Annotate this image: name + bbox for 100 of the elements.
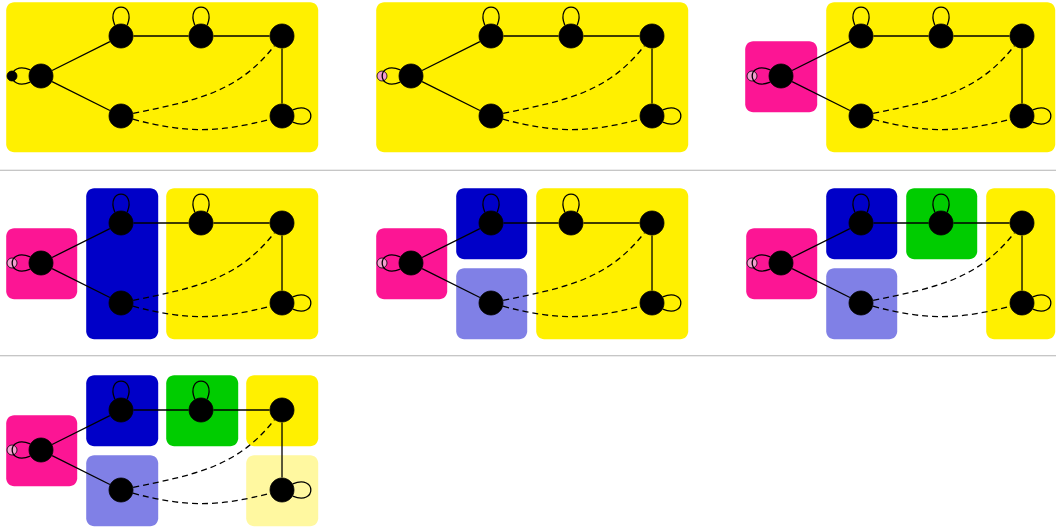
vertex-dot [269,397,295,423]
edge-line [51,454,111,486]
self-loop [11,67,31,85]
self-loop [292,107,312,125]
edge-line [502,35,560,37]
edge-line [51,267,111,299]
group-box [6,2,319,153]
edge-line [51,414,111,446]
self-loop [381,254,401,272]
edge-line [281,47,283,105]
edge-line [421,80,481,112]
self-loop [852,193,870,213]
edge-line [791,80,851,112]
self-loop [1032,107,1052,125]
edge-line [651,47,653,105]
self-loop [192,193,210,213]
edge-line [51,80,111,112]
vertex-dot [188,210,214,236]
edge-line [872,222,930,224]
vertex-dot [928,210,954,236]
vertex-dot [1009,103,1035,129]
self-loop [11,441,31,459]
edge-line [651,234,653,292]
vertex-dot [478,290,504,316]
edge-line [212,35,271,37]
edge-line [132,222,190,224]
vertex-dot [108,23,134,49]
self-loop [112,6,130,26]
vertex-dot [928,23,954,49]
edge-line [1021,47,1023,105]
group-box [166,188,319,340]
edge-line [582,222,641,224]
vertex-dot [848,210,874,236]
self-loop [292,294,312,312]
vertex-dot [1009,23,1035,49]
group-box [536,188,689,340]
edge-line [132,35,190,37]
self-loop [112,380,130,400]
vertex-dot [108,210,134,236]
self-loop [562,6,580,26]
vertex-dot [398,63,424,89]
edge-line [791,40,851,72]
edge-line [872,35,930,37]
self-loop [381,67,401,85]
vertex-dot [558,210,584,236]
vertex-dot [269,210,295,236]
edge-line [791,267,851,299]
vertex-dot [269,103,295,129]
dashed-edge [132,45,275,115]
vertex-dot [28,250,54,276]
self-loop [751,254,771,272]
edge-line [212,222,271,224]
vertex-dot [108,397,134,423]
edge-line [421,227,481,259]
dashed-edge [872,232,1016,302]
dashed-edge [502,232,645,302]
edge-line [502,222,560,224]
vertex-dot [639,103,665,129]
self-loop [482,6,500,26]
self-loop [11,254,31,272]
self-loop [192,6,210,26]
vertex-dot [639,290,665,316]
edge-line [421,267,481,299]
dashed-edge [132,232,275,302]
vertex-dot [28,437,54,463]
vertex-dot [558,23,584,49]
self-loop [662,294,682,312]
edge-line [1021,234,1023,292]
edge-line [212,409,271,411]
vertex-dot [639,23,665,49]
vertex-dot [768,250,794,276]
vertex-dot [768,63,794,89]
dashed-edge [872,45,1016,115]
edge-line [51,40,111,72]
group-box [826,2,1056,153]
edge-line [51,227,111,259]
self-loop [932,193,950,213]
edge-line [582,35,641,37]
edge-line [952,222,1011,224]
vertex-dot [478,103,504,129]
group-box [376,2,689,153]
self-loop [932,6,950,26]
vertex-dot [639,210,665,236]
vertex-dot [1009,210,1035,236]
edge-line [281,421,283,479]
vertex-dot [848,290,874,316]
edge-line [791,227,851,259]
vertex-dot [108,103,134,129]
vertex-dot [269,290,295,316]
vertex-dot [1009,290,1035,316]
self-loop [751,67,771,85]
self-loop [562,193,580,213]
vertex-dot [108,290,134,316]
dashed-edge [502,45,645,115]
edge-line [952,35,1011,37]
dashed-edge [132,419,275,489]
self-loop [1032,294,1052,312]
self-loop [292,481,312,499]
vertex-dot [478,23,504,49]
vertex-dot [28,63,54,89]
